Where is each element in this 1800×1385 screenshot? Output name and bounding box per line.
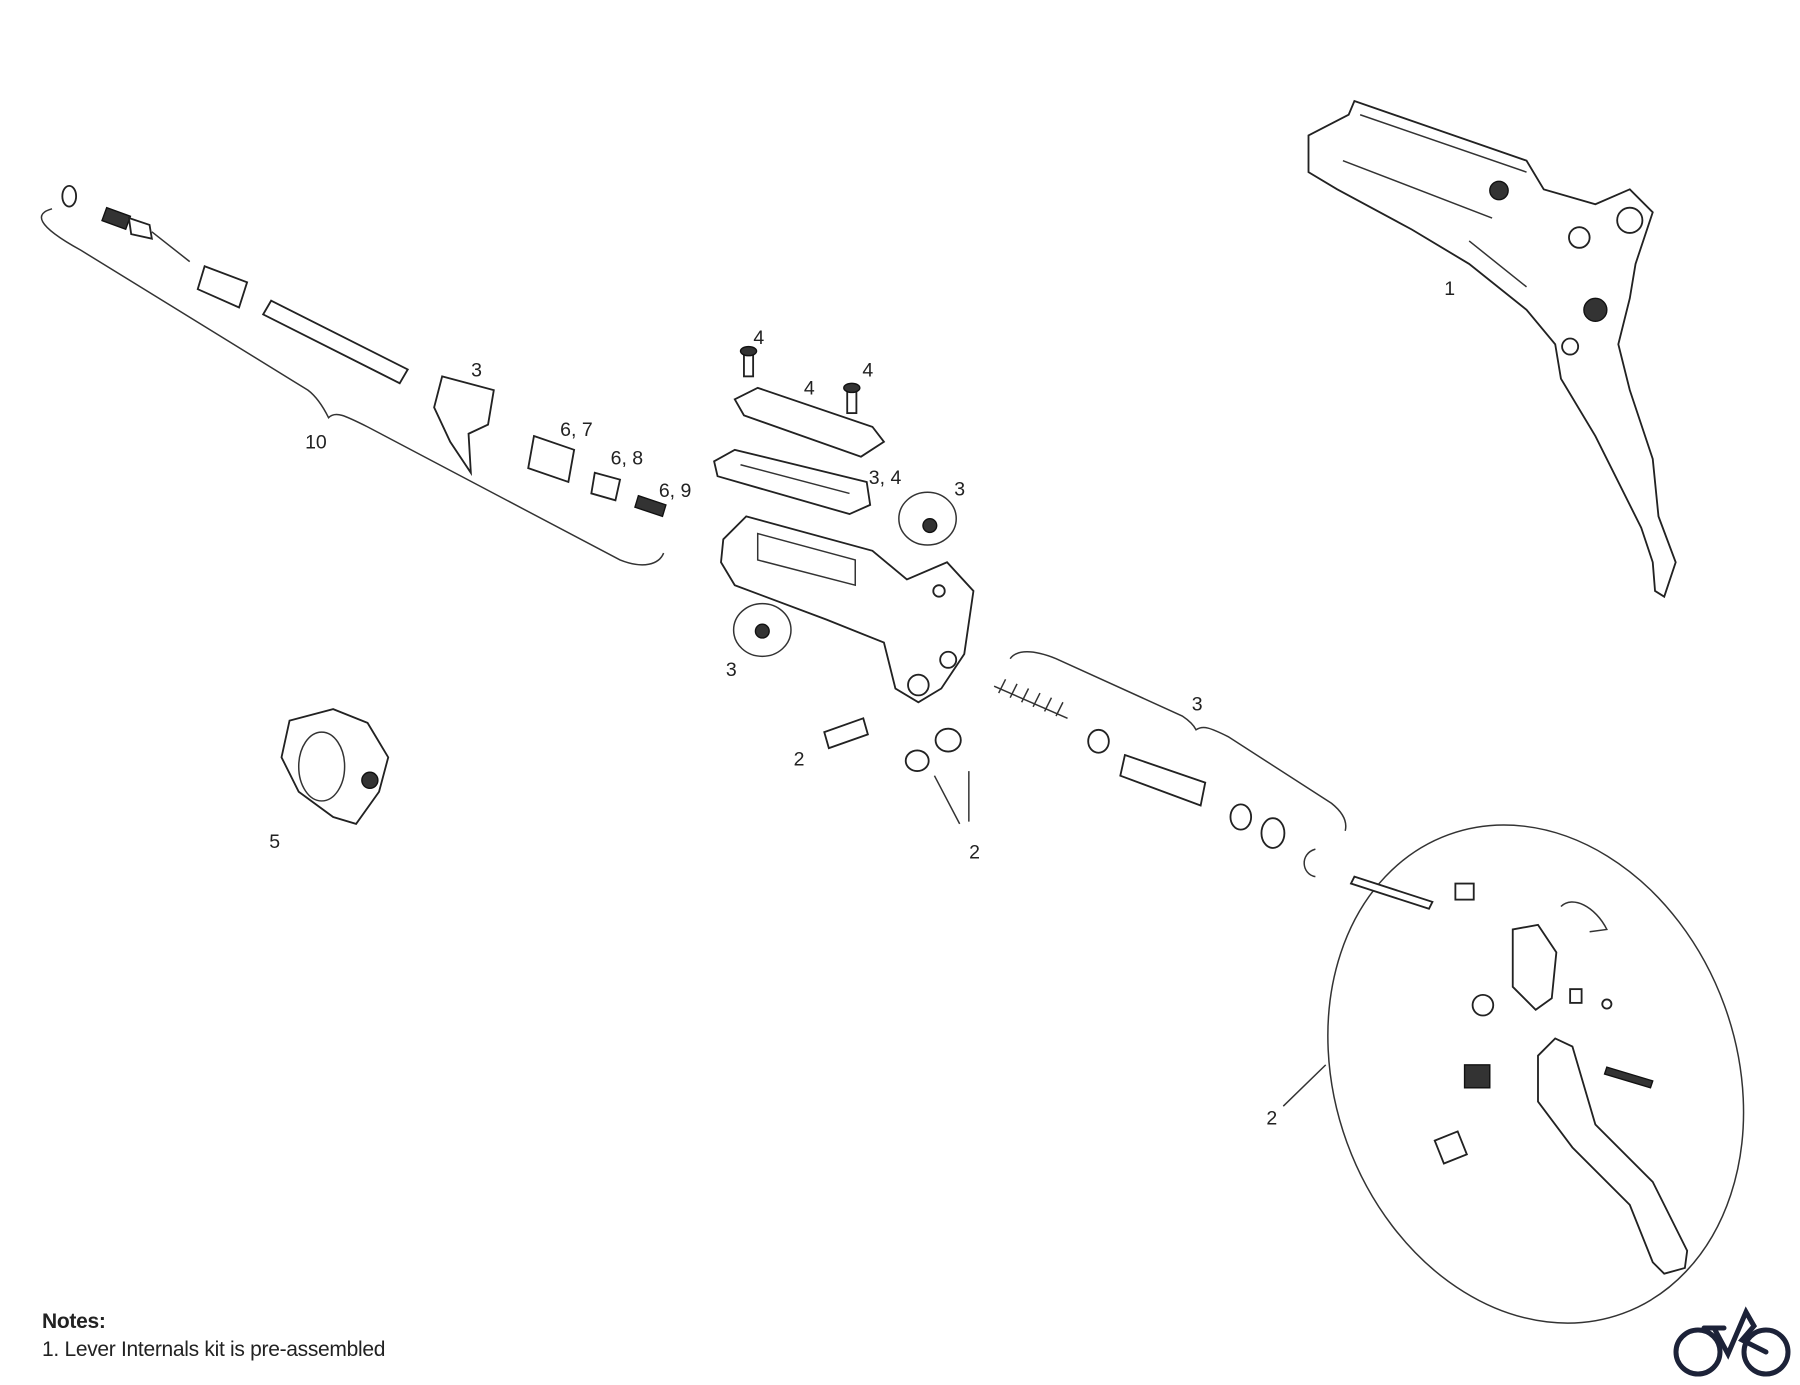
callout-hose-cover: 3	[471, 359, 482, 381]
callout-washers: 2	[969, 841, 980, 863]
handlebar-clamp	[280, 708, 390, 825]
callout-clamp: 5	[269, 831, 280, 853]
brake-lever-assembly	[1307, 99, 1677, 599]
hose-kit-parts	[40, 184, 667, 566]
piston-kit-parts	[993, 651, 1347, 878]
callout-bolt-top: 4	[753, 327, 764, 349]
callout-hose-kit: 10	[305, 432, 327, 454]
callout-barb: 6, 9	[659, 480, 692, 502]
callout-diaphragm: 3, 4	[869, 467, 902, 489]
pivot-pin-and-washers	[823, 717, 970, 825]
notes-section: Notes: 1. Lever Internals kit is pre-ass…	[42, 1310, 385, 1362]
master-cylinder-body	[713, 345, 975, 704]
callout-bolt-right: 4	[862, 359, 873, 381]
callout-piston-kit: 3	[1192, 693, 1203, 715]
callout-bleed-port-right: 3	[954, 479, 965, 501]
notes-title: Notes:	[42, 1310, 106, 1333]
callout-lever-assembly: 1	[1444, 278, 1455, 300]
callout-pivot-pin: 2	[794, 748, 805, 770]
notes-item: 1. Lever Internals kit is pre-assembled	[42, 1338, 386, 1361]
callout-lever-internals: 2	[1266, 1108, 1277, 1130]
callout-olive: 6, 8	[611, 448, 644, 470]
lever-internals-kit	[1282, 824, 1745, 1324]
bicycle-logo-icon	[1673, 1306, 1791, 1377]
callout-compression-nut: 6, 7	[560, 419, 593, 441]
callout-reservoir-cap: 4	[804, 378, 815, 400]
callout-bleed-port-left: 3	[726, 659, 737, 681]
